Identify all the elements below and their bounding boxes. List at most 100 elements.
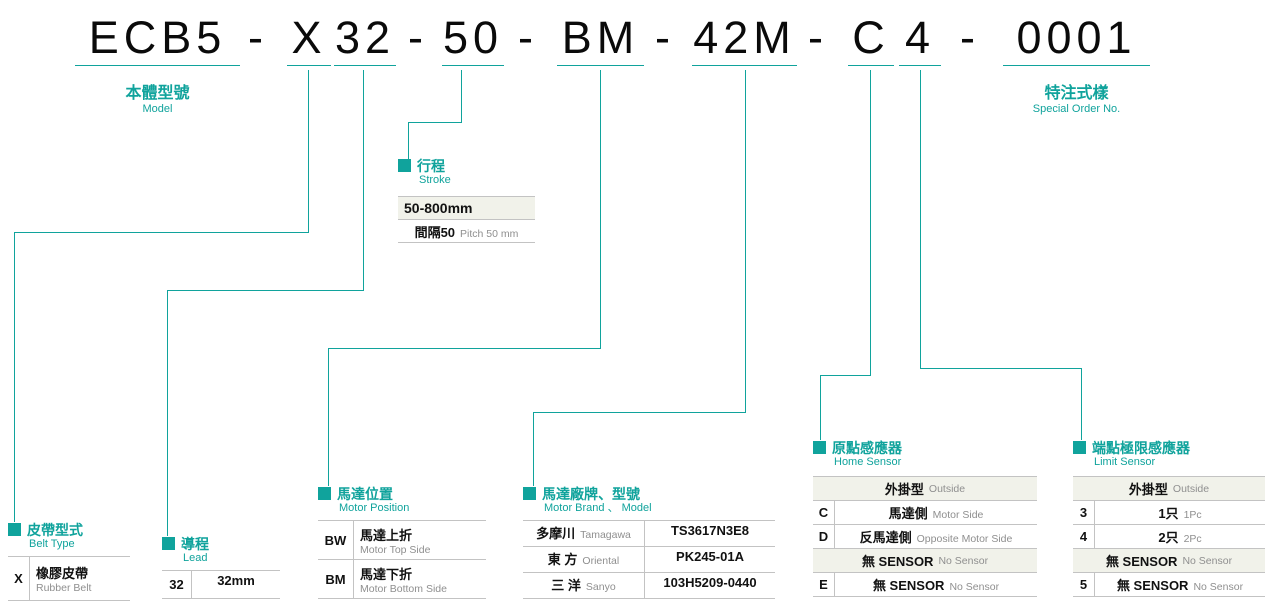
connector-line — [14, 232, 309, 233]
connector-line — [533, 412, 746, 413]
connector-line — [308, 70, 309, 233]
motor-position-en: Motor Top Side — [360, 543, 431, 556]
lead-title-en: Lead — [183, 552, 208, 564]
motor-position-table: BW 馬達上折 Motor Top Side BM 馬達下折 Motor Bot… — [318, 520, 486, 599]
connector-line — [167, 290, 364, 291]
title-dash: - — [655, 12, 675, 63]
limit-sensor-en: No Sensor — [1193, 581, 1244, 593]
motor-position-row-bw: BW 馬達上折 Motor Top Side — [318, 521, 486, 560]
belt-type-en: Rubber Belt — [36, 582, 92, 594]
connector-line — [820, 375, 871, 376]
model-label-en: Model — [142, 103, 173, 115]
home-sensor-code: C — [813, 501, 835, 524]
motor-position-title-zh: 馬達位置 — [337, 486, 393, 502]
connector-line — [14, 232, 15, 522]
section-bullet-icon — [162, 537, 175, 550]
motor-brand-en: Oriental — [582, 555, 620, 567]
home-sensor-row-e: E 無 SENSOR No Sensor — [813, 573, 1037, 597]
home-sensor-zh: 無 SENSOR — [872, 578, 945, 593]
code-segment-lead: 32 — [334, 12, 396, 66]
home-sensor-title-zh: 原點感應器 — [832, 440, 902, 456]
code-segment-motor-model: 42M — [692, 12, 797, 66]
home-sensor-en: Opposite Motor Side — [916, 533, 1013, 545]
belt-type-zh: 橡膠皮帶 — [36, 566, 89, 581]
limit-sensor-en: 1Pc — [1183, 509, 1202, 521]
motor-brand-row-tamagawa: 多摩川 Tamagawa TS3617N3E8 — [523, 521, 775, 547]
home-sensor-section-header: 原點感應器 Home Sensor — [813, 440, 902, 469]
home-sensor-nosensor-header: 無 SENSOR No Sensor — [813, 549, 1037, 573]
model-label: 本體型號 Model — [75, 84, 240, 116]
home-sensor-outside-header: 外掛型 Outside — [813, 477, 1037, 501]
stroke-title-zh: 行程 — [417, 158, 445, 174]
motor-model-number: TS3617N3E8 — [670, 523, 750, 538]
home-sensor-zh: 反馬達側 — [859, 530, 912, 545]
motor-model-number: 103H5209-0440 — [663, 575, 757, 590]
header-zh: 外掛型 — [1128, 482, 1168, 497]
code-segment-belt-type: X — [287, 12, 331, 66]
connector-line — [167, 290, 168, 536]
stroke-table: 50-800mm 間隔50 Pitch 50 mm — [398, 196, 535, 243]
lead-section-header: 導程 Lead — [162, 536, 209, 565]
connector-line — [461, 70, 462, 123]
section-bullet-icon — [813, 441, 826, 454]
stroke-range-value: 50-800mm — [404, 200, 473, 216]
section-bullet-icon — [523, 487, 536, 500]
belt-type-table: X 橡膠皮帶 Rubber Belt — [8, 556, 130, 601]
motor-position-section-header: 馬達位置 Motor Position — [318, 486, 409, 515]
connector-line — [600, 70, 601, 349]
limit-sensor-en: 2Pc — [1183, 533, 1202, 545]
motor-brand-title-zh: 馬達廠牌、型號 — [542, 486, 640, 502]
motor-position-title-en: Motor Position — [339, 502, 410, 514]
special-order-label-en: Special Order No. — [1032, 103, 1121, 115]
header-en: Outside — [928, 482, 966, 495]
motor-brand-en: Sanyo — [585, 581, 616, 593]
motor-brand-title-en: Motor Brand 、 Model — [544, 502, 652, 514]
header-zh: 無 SENSOR — [861, 554, 934, 569]
section-bullet-icon — [1073, 441, 1086, 454]
code-segment-home-sensor: C — [848, 12, 894, 66]
special-order-label-zh: 特注式樣 — [1044, 85, 1109, 102]
home-sensor-row-c: C 馬達側 Motor Side — [813, 501, 1037, 525]
connector-line — [820, 375, 821, 440]
title-dash: - — [808, 12, 828, 63]
section-bullet-icon — [8, 523, 21, 536]
connector-line — [408, 122, 409, 160]
motor-position-zh: 馬達上折 — [360, 527, 413, 543]
connector-line — [1081, 368, 1082, 440]
title-dash: - — [960, 12, 980, 63]
title-dash: - — [248, 12, 268, 63]
motor-brand-zh: 多摩川 — [536, 526, 576, 541]
belt-type-section-header: 皮帶型式 Belt Type — [8, 522, 83, 551]
motor-model-number: PK245-01A — [676, 549, 744, 564]
limit-sensor-code: 3 — [1073, 501, 1095, 524]
stroke-title-en: Stroke — [419, 174, 451, 186]
motor-position-zh: 馬達下折 — [360, 566, 413, 582]
home-sensor-code: E — [813, 573, 835, 596]
code-segment-stroke: 50 — [442, 12, 504, 66]
code-segment-limit-sensor: 4 — [899, 12, 941, 66]
limit-sensor-zh: 2只 — [1158, 530, 1179, 545]
limit-sensor-row-5: 5 無 SENSOR No Sensor — [1073, 573, 1265, 597]
motor-position-en: Motor Bottom Side — [360, 582, 447, 595]
limit-sensor-code: 5 — [1073, 573, 1095, 596]
motor-brand-en: Tamagawa — [580, 529, 631, 541]
limit-sensor-row-4: 4 2只 2Pc — [1073, 525, 1265, 549]
header-zh: 無 SENSOR — [1105, 554, 1178, 569]
special-order-label: 特注式樣 Special Order No. — [1003, 84, 1150, 116]
limit-sensor-outside-header: 外掛型 Outside — [1073, 477, 1265, 501]
stroke-pitch-zh: 間隔50 — [414, 225, 456, 240]
code-segment-special-order: 0001 — [1003, 12, 1150, 66]
connector-line — [920, 368, 1082, 369]
limit-sensor-code: 4 — [1073, 525, 1095, 548]
lead-table: 32 32mm — [162, 570, 280, 599]
connector-line — [328, 348, 329, 486]
stroke-pitch-en: Pitch 50 mm — [460, 228, 519, 240]
belt-type-code: X — [8, 557, 30, 600]
limit-sensor-table: 外掛型 Outside 3 1只 1Pc 4 2只 2Pc 無 SENSOR N… — [1073, 476, 1265, 597]
stroke-range-row: 50-800mm — [398, 197, 535, 220]
limit-sensor-title-en: Limit Sensor — [1094, 456, 1156, 468]
lead-row-32: 32 32mm — [162, 571, 280, 599]
motor-brand-table: 多摩川 Tamagawa TS3617N3E8 東 方 Oriental PK2… — [523, 520, 775, 599]
motor-position-code: BW — [318, 521, 354, 559]
section-bullet-icon — [398, 159, 411, 172]
